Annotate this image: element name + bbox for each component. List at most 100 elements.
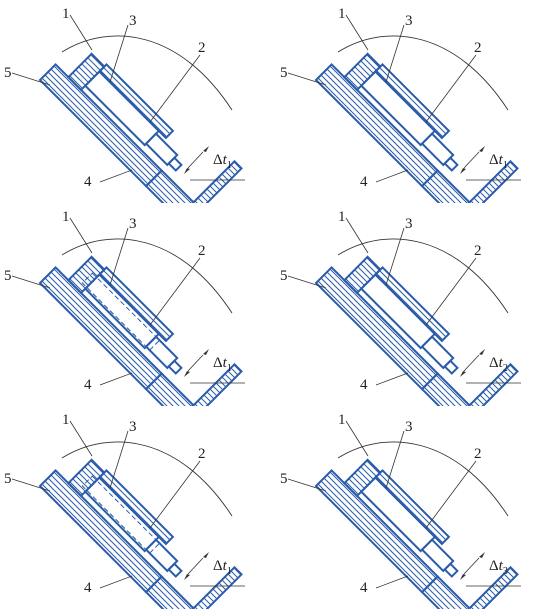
part-label: 3 bbox=[129, 419, 137, 435]
nozzle-tip bbox=[167, 156, 183, 172]
leader-line bbox=[149, 460, 201, 529]
leader-line bbox=[109, 24, 129, 83]
nozzle-step bbox=[144, 132, 179, 167]
leader-line bbox=[149, 257, 201, 326]
arrow-head bbox=[203, 552, 209, 558]
arrow-head bbox=[479, 552, 485, 558]
part-label: 2 bbox=[198, 243, 206, 259]
part-2-wall bbox=[373, 468, 451, 546]
part-label: 4 bbox=[84, 580, 92, 596]
hatch-pattern bbox=[99, 64, 173, 138]
leader-line bbox=[425, 460, 477, 529]
displaced-outline bbox=[81, 272, 161, 351]
nozzle-step bbox=[420, 538, 455, 573]
hatch-pattern bbox=[375, 267, 449, 341]
nozzle-step bbox=[420, 132, 455, 167]
delta-t-label: Δt2 bbox=[489, 355, 508, 374]
leader-line bbox=[69, 14, 93, 51]
part-2-wall bbox=[97, 62, 175, 140]
part-2-wall bbox=[373, 265, 451, 343]
leader-line bbox=[149, 54, 201, 123]
part-4-base bbox=[420, 372, 471, 406]
leader-line bbox=[375, 575, 409, 589]
arrow-head bbox=[184, 168, 190, 174]
nozzle-tip bbox=[443, 562, 459, 578]
dimension-line bbox=[187, 354, 204, 372]
leader-line bbox=[11, 478, 51, 492]
dimension-line bbox=[187, 557, 204, 575]
leader-line bbox=[425, 54, 477, 123]
dimension-line bbox=[187, 151, 204, 169]
part-label: 5 bbox=[4, 268, 12, 284]
part-label: 4 bbox=[360, 174, 368, 190]
leader-line bbox=[11, 72, 51, 86]
leader-line bbox=[385, 227, 405, 286]
delta-t-label: Δt1 bbox=[213, 355, 232, 374]
part-label: 5 bbox=[280, 471, 288, 487]
part-1-cap bbox=[66, 458, 106, 498]
arrow-head bbox=[184, 574, 190, 580]
arrow-head bbox=[460, 574, 466, 580]
leader-line bbox=[69, 217, 93, 254]
part-label: 4 bbox=[84, 377, 92, 393]
part-label: 1 bbox=[338, 412, 346, 428]
boundary-curve bbox=[337, 238, 509, 314]
leader-line bbox=[345, 217, 369, 254]
part-label: 5 bbox=[280, 65, 288, 81]
leader-line bbox=[385, 24, 405, 83]
arrow-head bbox=[184, 371, 190, 377]
leader-line bbox=[99, 575, 133, 589]
nozzle-step bbox=[420, 335, 455, 370]
leader-line bbox=[287, 275, 327, 289]
part-1-cap bbox=[66, 52, 106, 92]
part-2-wall bbox=[373, 62, 451, 140]
leader-line bbox=[287, 72, 327, 86]
hatch-pattern bbox=[99, 267, 173, 341]
delta-t-label: Δt1 bbox=[213, 152, 232, 171]
part-label: 1 bbox=[62, 412, 70, 428]
part-1-cap bbox=[342, 52, 382, 92]
leader-line bbox=[99, 372, 133, 386]
boundary-curve bbox=[61, 35, 233, 111]
part-label: 3 bbox=[129, 216, 137, 232]
leader-line bbox=[385, 430, 405, 489]
part-label: 3 bbox=[405, 216, 413, 232]
part-label: 3 bbox=[129, 13, 137, 29]
dimension-line bbox=[463, 151, 480, 169]
part-label: 2 bbox=[198, 446, 206, 462]
arrow-head bbox=[479, 146, 485, 152]
part-label: 5 bbox=[4, 471, 12, 487]
hatch-pattern bbox=[375, 64, 449, 138]
arrow-head bbox=[203, 146, 209, 152]
leader-line bbox=[345, 420, 369, 457]
part-label: 2 bbox=[474, 243, 482, 259]
part-label: 5 bbox=[4, 65, 12, 81]
part-4-base bbox=[420, 575, 471, 609]
part-label: 2 bbox=[474, 40, 482, 56]
part-4-base bbox=[144, 372, 195, 406]
part-4-base bbox=[144, 169, 195, 203]
part-label: 4 bbox=[360, 377, 368, 393]
part-label: 5 bbox=[280, 268, 288, 284]
leader-line bbox=[375, 372, 409, 386]
nozzle-step bbox=[144, 335, 179, 370]
nozzle-tip bbox=[443, 156, 459, 172]
side-plate bbox=[467, 159, 519, 203]
part-label: 1 bbox=[62, 6, 70, 22]
leader-line bbox=[11, 275, 51, 289]
side-plate bbox=[467, 565, 519, 609]
nozzle-tip bbox=[443, 359, 459, 375]
arrow-head bbox=[460, 168, 466, 174]
leader-line bbox=[99, 169, 133, 183]
part-4-base bbox=[144, 575, 195, 609]
part-label: 3 bbox=[405, 419, 413, 435]
part-label: 2 bbox=[198, 40, 206, 56]
